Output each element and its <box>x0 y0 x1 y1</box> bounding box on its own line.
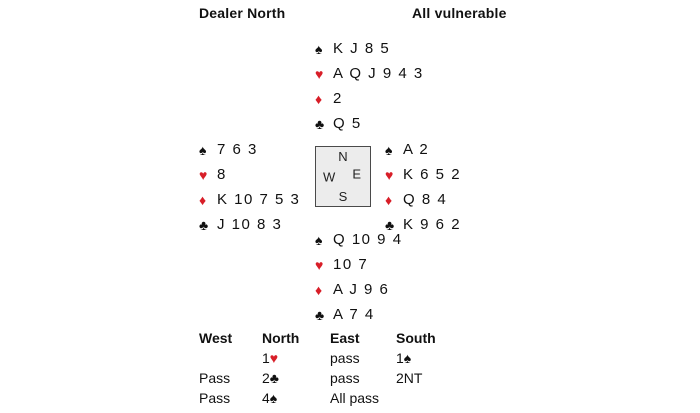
west-diamonds-cards: K 10 7 5 3 <box>217 191 301 208</box>
north-diamonds-row: ♦ 2 <box>315 86 424 111</box>
heart-icon: ♥ <box>315 65 324 82</box>
bid-r1-south: 1♠ <box>396 350 466 366</box>
auction-header-north: North <box>262 330 300 346</box>
bid-r2-north: 2♣ <box>262 370 330 386</box>
west-hand: ♠ 7 6 3 ♥ 8 ♦ K 10 7 5 3 ♣ J 10 8 3 <box>199 137 300 237</box>
north-clubs-cards: Q 5 <box>333 115 362 132</box>
compass-north-label: N <box>338 149 348 164</box>
south-hearts-row: ♥ 10 7 <box>315 252 403 277</box>
north-diamonds-cards: 2 <box>333 90 343 107</box>
south-spades-cards: Q 10 9 4 <box>333 231 403 248</box>
bid-text: All pass <box>330 390 380 406</box>
auction-header-south: South <box>396 330 436 346</box>
spade-icon: ♠ <box>385 141 393 158</box>
bid-r2-west: Pass <box>199 370 262 386</box>
bid-text: pass <box>330 350 360 366</box>
compass-south-label: S <box>338 189 348 204</box>
diamond-icon: ♦ <box>199 191 207 208</box>
bid-text: 2 <box>262 370 270 386</box>
south-hearts-cards: 10 7 <box>333 256 369 273</box>
south-diamonds-row: ♦ A J 9 6 <box>315 277 403 302</box>
east-diamonds-row: ♦ Q 8 4 <box>385 187 461 212</box>
south-clubs-cards: A 7 4 <box>333 306 375 323</box>
east-spades-cards: A 2 <box>403 141 430 158</box>
club-icon: ♣ <box>315 115 325 132</box>
club-icon: ♣ <box>385 216 395 233</box>
bid-r3-north: 4♠ <box>262 390 330 406</box>
bid-r1-north: 1♥ <box>262 350 330 366</box>
diamond-icon: ♦ <box>315 90 323 107</box>
north-hearts-row: ♥ A Q J 9 4 3 <box>315 61 424 86</box>
bid-r2-east: pass <box>330 370 396 386</box>
club-icon: ♣ <box>315 306 325 323</box>
heart-icon: ♥ <box>385 166 394 183</box>
south-hand: ♠ Q 10 9 4 ♥ 10 7 ♦ A J 9 6 ♣ A 7 4 <box>315 227 403 327</box>
west-clubs-row: ♣ J 10 8 3 <box>199 212 300 237</box>
south-spades-row: ♠ Q 10 9 4 <box>315 227 403 252</box>
east-hand: ♠ A 2 ♥ K 6 5 2 ♦ Q 8 4 ♣ K 9 6 2 <box>385 137 461 237</box>
compass-box: N W E S <box>315 146 371 207</box>
spade-icon: ♠ <box>315 40 323 57</box>
bid-text: 1 <box>262 350 270 366</box>
bid-text: Pass <box>199 370 231 386</box>
west-clubs-cards: J 10 8 3 <box>217 216 283 233</box>
east-clubs-cards: K 9 6 2 <box>403 216 462 233</box>
bid-text: 1 <box>396 350 404 366</box>
bid-r2-south: 2NT <box>396 370 466 386</box>
bid-text: Pass <box>199 390 231 406</box>
bid-text: 4 <box>262 390 270 406</box>
club-icon: ♣ <box>199 216 209 233</box>
bid-text: pass <box>330 370 360 386</box>
north-spades-cards: K J 8 5 <box>333 40 391 57</box>
west-spades-row: ♠ 7 6 3 <box>199 137 300 162</box>
bid-r3-east: All pass <box>330 390 396 406</box>
diamond-icon: ♦ <box>385 191 393 208</box>
east-spades-row: ♠ A 2 <box>385 137 461 162</box>
spade-icon: ♠ <box>403 350 412 366</box>
east-hearts-row: ♥ K 6 5 2 <box>385 162 461 187</box>
dealer-label: Dealer North <box>199 5 286 21</box>
west-hearts-cards: 8 <box>217 166 227 183</box>
auction-header-east: East <box>330 330 360 346</box>
auction-table: West North East South 1♥ pass 1♠ Pass 2♣… <box>199 328 466 408</box>
east-clubs-row: ♣ K 9 6 2 <box>385 212 461 237</box>
heart-icon: ♥ <box>269 350 279 366</box>
heart-icon: ♥ <box>199 166 208 183</box>
compass-west-label: W <box>323 169 336 184</box>
west-diamonds-row: ♦ K 10 7 5 3 <box>199 187 300 212</box>
east-hearts-cards: K 6 5 2 <box>403 166 462 183</box>
north-hand: ♠ K J 8 5 ♥ A Q J 9 4 3 ♦ 2 ♣ Q 5 <box>315 36 424 136</box>
vulnerability-label: All vulnerable <box>412 5 507 21</box>
south-clubs-row: ♣ A 7 4 <box>315 302 403 327</box>
west-spades-cards: 7 6 3 <box>217 141 258 158</box>
heart-icon: ♥ <box>315 256 324 273</box>
diamond-icon: ♦ <box>315 281 323 298</box>
east-diamonds-cards: Q 8 4 <box>403 191 448 208</box>
auction-header-west: West <box>199 330 233 346</box>
west-hearts-row: ♥ 8 <box>199 162 300 187</box>
bid-text: 2NT <box>396 370 423 386</box>
spade-icon: ♠ <box>269 390 278 406</box>
bid-r3-west: Pass <box>199 390 262 406</box>
club-icon: ♣ <box>269 370 279 386</box>
bid-r1-east: pass <box>330 350 396 366</box>
north-spades-row: ♠ K J 8 5 <box>315 36 424 61</box>
north-hearts-cards: A Q J 9 4 3 <box>333 65 424 82</box>
spade-icon: ♠ <box>315 231 323 248</box>
compass-east-label: E <box>352 166 361 182</box>
north-clubs-row: ♣ Q 5 <box>315 111 424 136</box>
spade-icon: ♠ <box>199 141 207 158</box>
south-diamonds-cards: A J 9 6 <box>333 281 390 298</box>
